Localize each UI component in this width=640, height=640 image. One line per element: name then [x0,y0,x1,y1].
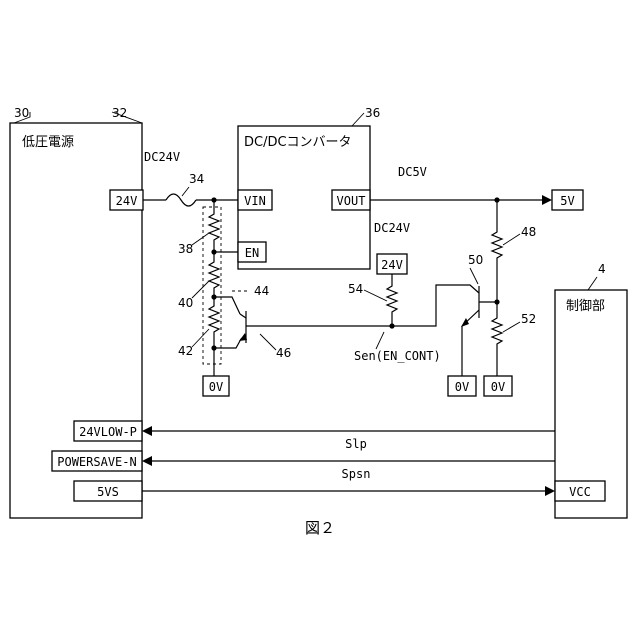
leader-46 [260,334,276,350]
ground-0v-middle-label: 0V [455,380,469,394]
label-slp: Slp [345,437,367,451]
resistor-42 [209,297,219,348]
label-dc5v: DC5V [398,165,427,179]
resistor-54 [387,274,397,326]
port-vout-label: VOUT [337,194,366,208]
ref-40: 40 [178,296,193,310]
arrow-spsn [142,456,152,466]
ref-38: 38 [178,242,193,256]
leader-sen [376,332,384,349]
resistor-52 [492,302,502,376]
leader-54 [364,290,387,301]
port-24vlow-p-label: 24VLOW-P [79,425,137,439]
resistor-38 [209,200,219,252]
ground-0v-right-label: 0V [491,380,505,394]
ref-54: 54 [348,282,363,296]
leader-40 [192,281,209,298]
port-5v-out-label: 5V [560,194,574,208]
wire-to-collector-46 [214,297,240,314]
arrow-to-5v [542,195,552,205]
ref-46: 46 [276,346,291,360]
ref-52: 52 [521,312,536,326]
transistor-50-arrow [461,318,469,327]
port-24v-label: 24V [116,194,138,208]
port-powersave-n-label: POWERSAVE-N [57,455,136,469]
ref-4: 4 [598,262,606,276]
ref-50: 50 [468,253,483,267]
leader-48 [503,234,520,245]
transistor-50-base-lead [462,285,479,293]
port-en-label: EN [245,246,259,260]
ref-42: 42 [178,344,193,358]
ref-36: 36 [365,106,380,120]
arrow-slp [142,426,152,436]
label-spsn: Spsn [342,467,371,481]
leader-42 [192,329,209,347]
leader-4 [588,277,597,290]
ref-44: 44 [254,284,269,298]
leader-52 [503,322,520,332]
label-dc24v-input: DC24V [144,150,180,164]
leader-50 [470,268,478,284]
ground-0v-left-label: 0V [209,380,223,394]
source-24v-label: 24V [381,258,403,272]
fuse-34 [166,194,196,206]
leader-34 [182,187,189,196]
arrow-5vs-vcc [545,486,555,496]
port-vcc-label: VCC [569,485,591,499]
resistor-40 [209,252,219,297]
label-dc24v-source: DC24V [374,221,410,235]
leader-36 [352,113,364,126]
port-5vs-label: 5VS [97,485,119,499]
controller-title: 制御部 [566,299,605,314]
leader-38 [192,233,209,245]
port-vin-label: VIN [244,194,266,208]
label-sen-en-cont: Sen(EN_CONT) [354,349,441,363]
transistor-46-collector [240,314,246,318]
ref-48: 48 [521,225,536,239]
resistor-48 [492,200,502,302]
wire-emitter-46 [214,339,241,348]
ref-34: 34 [189,172,204,186]
low-voltage-power-title: 低圧電源 [22,135,74,150]
dcdc-title: DC/DCコンバータ [244,135,352,150]
figure-caption: 図２ [305,519,335,537]
